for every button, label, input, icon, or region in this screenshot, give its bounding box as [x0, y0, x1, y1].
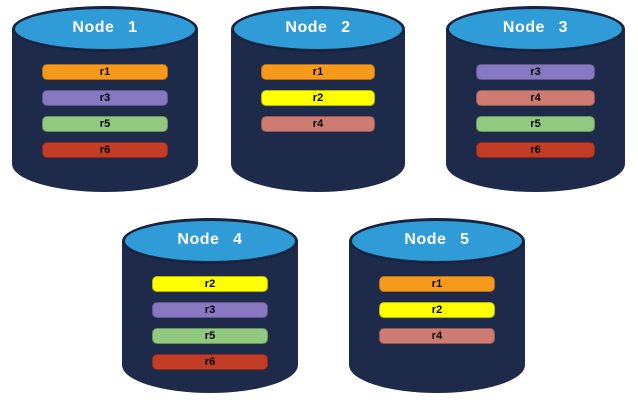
- replica-bar: r5: [42, 116, 168, 132]
- replica-bar: r6: [152, 354, 268, 370]
- replica-bar: r6: [476, 142, 595, 158]
- replica-list: r1 r2 r4: [379, 276, 495, 344]
- replica-bar: r4: [379, 328, 495, 344]
- cylinder-top: Node 1: [12, 6, 198, 52]
- replica-list: r1 r2 r4: [261, 64, 375, 132]
- cylinder-top: Node 4: [122, 218, 298, 264]
- node-title: Node 4: [177, 231, 243, 248]
- replica-bar: r2: [152, 276, 268, 292]
- replica-bar: r4: [261, 116, 375, 132]
- node-title: Node 5: [404, 231, 470, 248]
- database-node: r1 r3 r5 r6 Node 1: [12, 6, 198, 192]
- replica-bar: r4: [476, 90, 595, 106]
- replica-bar: r2: [261, 90, 375, 106]
- cylinder-top: Node 2: [231, 6, 405, 52]
- replica-bar: r1: [379, 276, 495, 292]
- replica-bar: r1: [42, 64, 168, 80]
- database-node: r2 r3 r5 r6 Node 4: [122, 218, 298, 393]
- cylinder-body: [12, 29, 198, 192]
- replica-bar: r3: [152, 302, 268, 318]
- replica-bar: r2: [379, 302, 495, 318]
- cylinder-top: Node 5: [349, 218, 525, 264]
- replica-list: r1 r3 r5 r6: [42, 64, 168, 158]
- database-node: r3 r4 r5 r6 Node 3: [446, 6, 625, 192]
- replica-bar: r5: [152, 328, 268, 344]
- replica-list: r2 r3 r5 r6: [152, 276, 268, 370]
- replica-bar: r6: [42, 142, 168, 158]
- node-title: Node 3: [502, 19, 569, 36]
- cylinder-body: [231, 29, 405, 192]
- cylinder-body: [446, 29, 625, 192]
- node-title: Node 1: [72, 19, 138, 36]
- node-title: Node 2: [285, 19, 351, 36]
- database-node: r1 r2 r4 Node 2: [231, 6, 405, 192]
- cylinder-top: Node 3: [446, 6, 625, 52]
- database-node: r1 r2 r4 Node 5: [349, 218, 525, 393]
- replica-bar: r5: [476, 116, 595, 132]
- replica-bar: r1: [261, 64, 375, 80]
- replica-list: r3 r4 r5 r6: [476, 64, 595, 158]
- replica-bar: r3: [42, 90, 168, 106]
- replica-bar: r3: [476, 64, 595, 80]
